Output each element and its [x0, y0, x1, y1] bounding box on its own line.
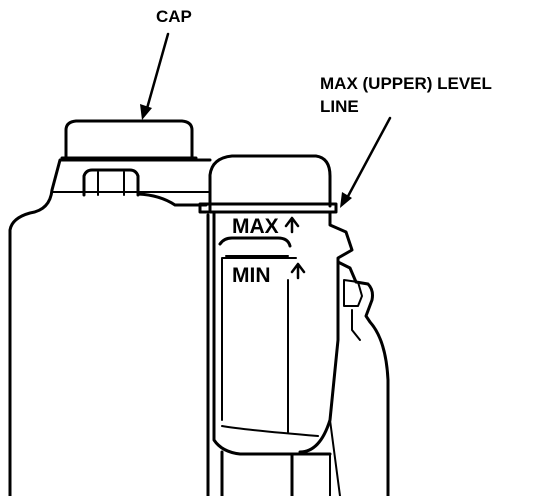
- min-arrow-icon: [290, 262, 306, 280]
- max-level-leader-arrowhead: [340, 192, 352, 208]
- max-arrow-icon: [284, 216, 300, 234]
- mount-flange: [351, 309, 361, 341]
- master-cylinder-body: [8, 158, 212, 496]
- max-level-callout-label-line1: MAX (UPPER) LEVEL: [320, 74, 492, 93]
- hex-nut: [82, 168, 140, 197]
- reservoir-flange: [198, 202, 338, 214]
- reservoir-lower-body: [212, 210, 332, 456]
- reservoir-tank: [208, 154, 332, 212]
- max-marking: MAX: [232, 215, 279, 238]
- min-marking: MIN: [232, 264, 271, 287]
- max-level-leader-line: [344, 116, 392, 202]
- reservoir-right-wall: [298, 210, 354, 454]
- cap-leader-arrowhead: [140, 104, 152, 120]
- mount-bracket: [336, 260, 390, 496]
- reservoir-inner-guide: [221, 257, 297, 421]
- mount-bracket-lower: [329, 419, 341, 496]
- cap-callout-label: CAP: [156, 7, 192, 26]
- cap-shape: [64, 119, 194, 160]
- mount-stud: [343, 279, 363, 307]
- max-level-callout-label-line2: LINE: [320, 97, 359, 116]
- bracket-curve: [136, 192, 208, 207]
- reservoir-bottom-curve: [221, 425, 319, 437]
- reservoir-inner-tube: [218, 236, 292, 248]
- cap-leader-line: [144, 32, 170, 114]
